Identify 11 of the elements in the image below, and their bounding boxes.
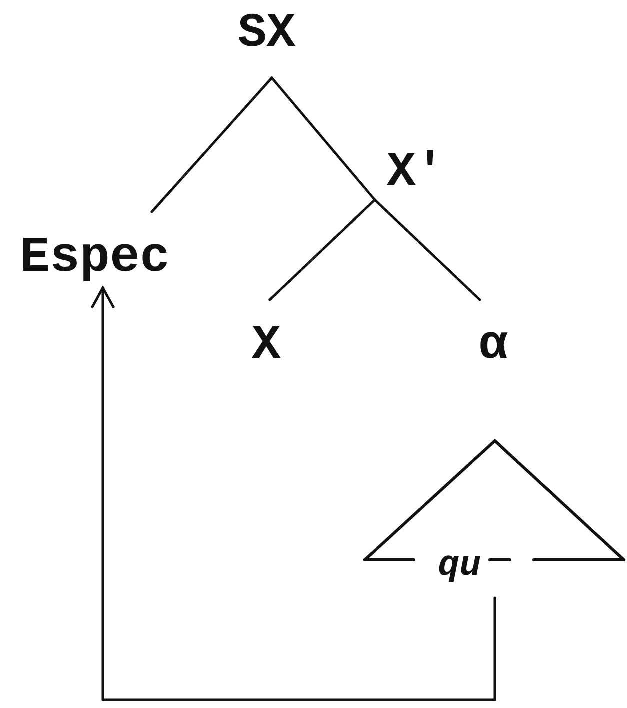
tree-branch: [268, 198, 376, 302]
tree-branch: [150, 76, 274, 214]
node-label: SX: [238, 10, 296, 58]
tree-branch: [270, 76, 376, 202]
node-label: qu: [438, 548, 482, 584]
tree-branch: [374, 198, 482, 302]
node-label: X: [252, 322, 281, 370]
movement-arrow: [90, 286, 496, 702]
node-label: Espec: [20, 234, 170, 284]
node-label: α: [479, 322, 508, 370]
node-label: X': [387, 149, 445, 197]
